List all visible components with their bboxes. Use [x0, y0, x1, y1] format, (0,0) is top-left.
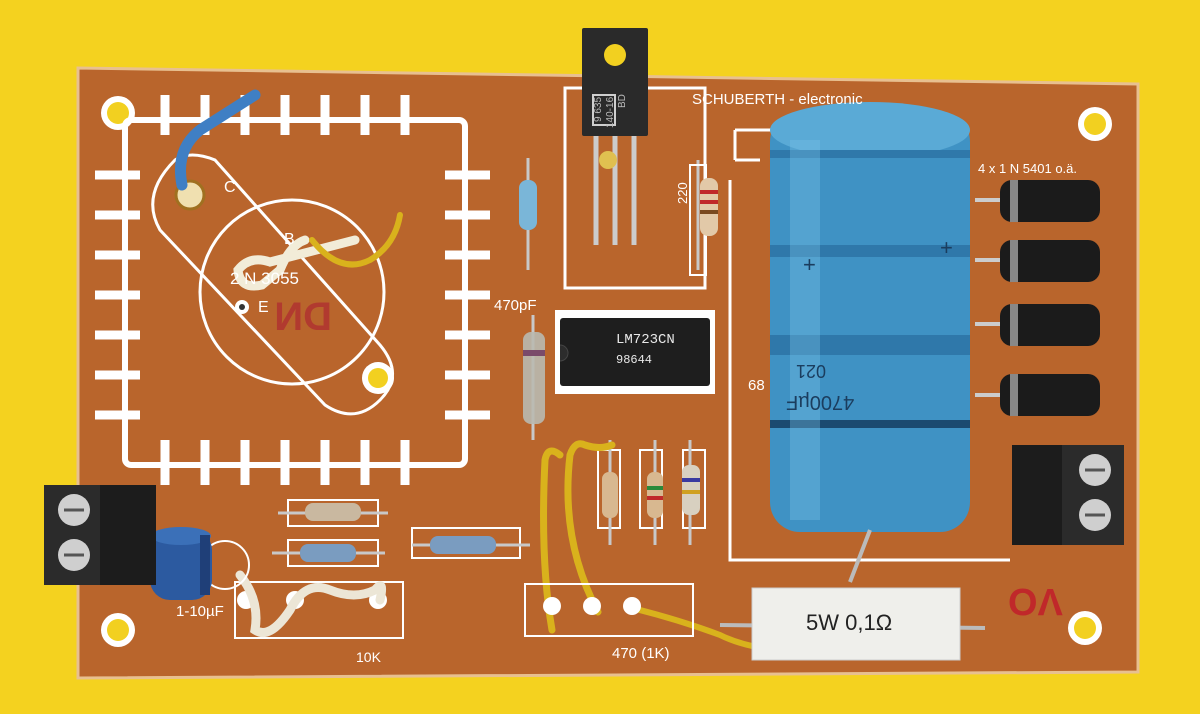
yellow-wire-2 — [564, 440, 616, 616]
small-electrolytic-cap — [150, 527, 250, 600]
to3-transistor-outline — [151, 153, 394, 416]
cap-470pf-label: 470pF — [494, 297, 537, 314]
svg-text:+: + — [803, 252, 816, 277]
resistor-left-vertical — [519, 158, 537, 270]
trimmer-470-outline — [524, 583, 694, 637]
diode-label: 4 x 1 N 5401 o.ä. — [978, 161, 1078, 176]
ic-part-label: LM723CN — [616, 332, 675, 348]
big-cap-side-label: 68 — [748, 377, 765, 394]
big-cap-code-label: 021 — [796, 361, 827, 381]
blue-wire — [174, 89, 261, 191]
pin-b-label: B — [284, 231, 295, 248]
bd-line2: 140-16 — [605, 96, 616, 128]
base-wire — [233, 235, 360, 291]
big-electrolytic-cap: + + — [770, 102, 970, 583]
terminal-block-right — [1012, 445, 1124, 545]
resistor-bank-center — [597, 440, 706, 545]
diodes — [975, 180, 1100, 416]
bd-line1: BD — [617, 94, 628, 108]
yellow-wire-1 — [540, 447, 564, 634]
resistor-220 — [689, 160, 718, 276]
heatsink-outline — [95, 95, 490, 485]
resistor-220-label: 220 — [675, 182, 690, 204]
trimmer-10k-outline — [234, 581, 404, 639]
cap-outline — [728, 128, 1010, 562]
power-resistor-label: 5W 0,1Ω — [806, 610, 893, 635]
transistor-label: 2 N 3055 — [230, 269, 299, 288]
ic-code-label: 98644 — [616, 353, 653, 367]
vo-label: VO — [1008, 580, 1063, 622]
dn-mark: DN — [274, 295, 332, 339]
trimmer-470-label: 470 (1K) — [612, 645, 670, 662]
electrolytic-label: 1-10µF — [176, 603, 224, 620]
pin-c-label: C — [224, 179, 236, 196]
white-twisted-wire — [235, 570, 387, 637]
mounting-holes — [101, 96, 1112, 647]
pin-e-label: E — [258, 299, 269, 316]
lm723-ic — [555, 310, 715, 394]
big-cap-value-label: 4700µF — [786, 391, 855, 413]
power-resistor-5w — [719, 587, 986, 661]
bd-line3: 9 635 — [593, 96, 604, 122]
terminal-block-left — [44, 485, 156, 585]
brand-label: SCHUBERTH - electronic — [692, 91, 863, 108]
svg-text:+: + — [940, 235, 953, 260]
capacitor-470pf — [523, 315, 545, 440]
resistors-bottom-left — [272, 499, 530, 567]
trimmer-10k-label: 10K — [356, 649, 381, 665]
